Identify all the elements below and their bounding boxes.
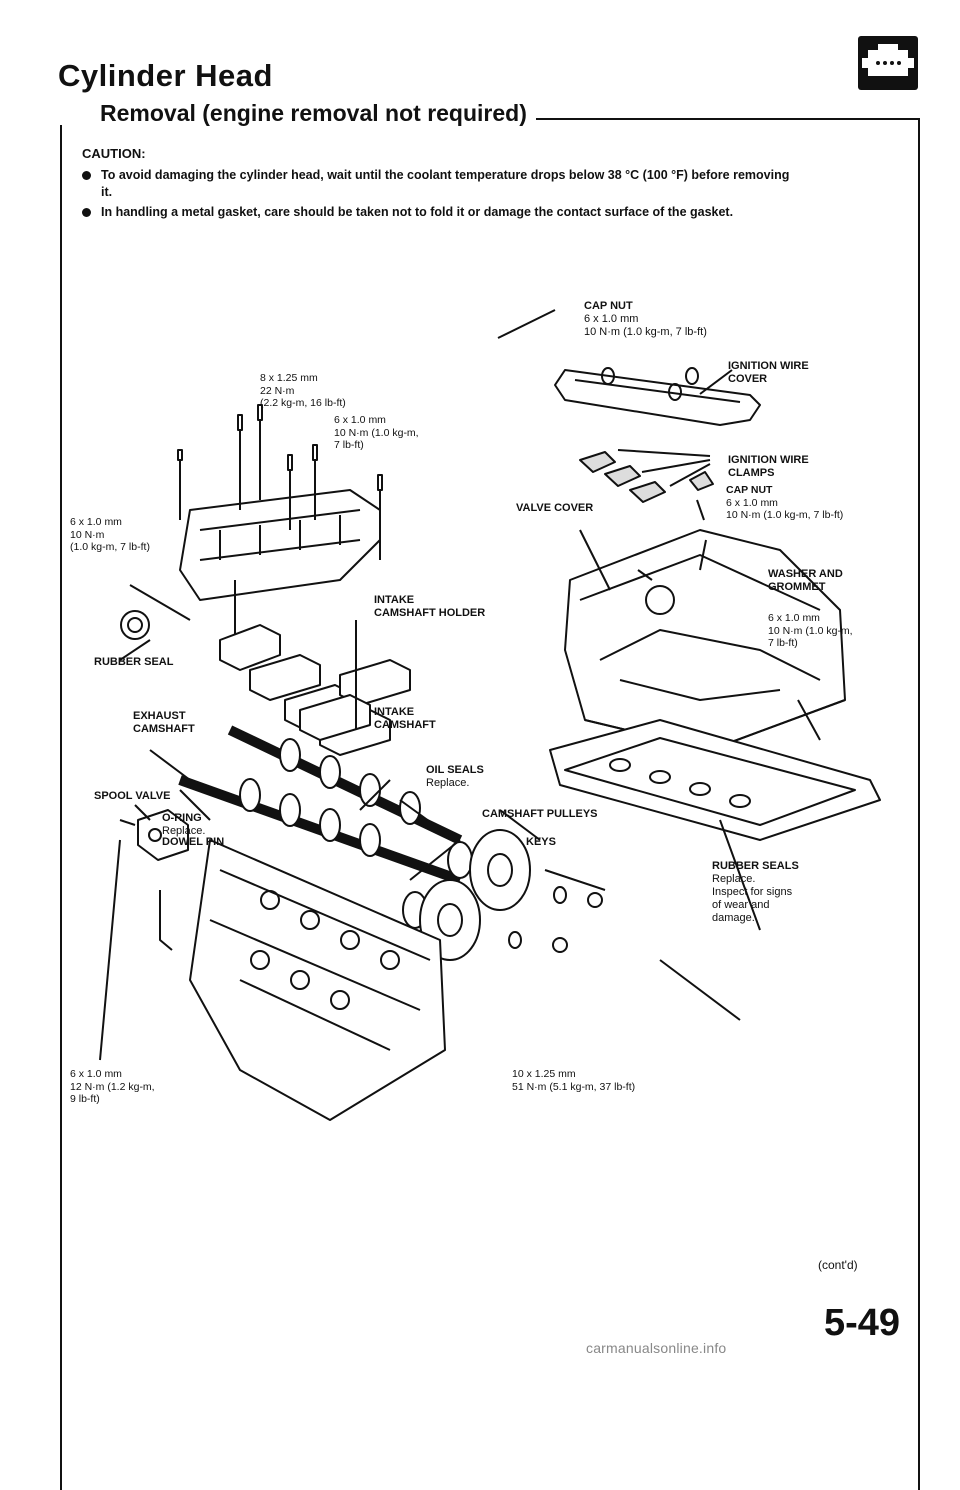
label-dowel-pin: DOWEL PIN xyxy=(162,836,225,848)
label-ignition-wire-cover: IGNITION WIRE COVER xyxy=(728,360,809,385)
label-ignition-wire-clamps: IGNITION WIRE CLAMPS xyxy=(728,454,809,479)
label-bolt-6x10-left: 6 x 1.0 mm 10 N·m (1.0 kg-m, 7 lb-ft) xyxy=(70,516,150,553)
continued-note: (cont'd) xyxy=(818,1258,858,1272)
frame-left xyxy=(60,125,62,1490)
label-spool-valve: SPOOL VALVE xyxy=(94,790,171,802)
label-cap-nut-mid: CAP NUT 6 x 1.0 mm 10 N·m (1.0 kg-m, 7 l… xyxy=(726,484,844,521)
label-intake-camshaft-holder: INTAKE CAMSHAFT HOLDER xyxy=(374,594,486,619)
label-bolt-6x10-bottom: 6 x 1.0 mm 12 N·m (1.2 kg-m, 9 lb-ft) xyxy=(70,1068,155,1105)
bullet-icon xyxy=(82,171,91,181)
bullet-icon xyxy=(82,208,91,218)
label-washer-grommet: WASHER AND GROMMET xyxy=(768,568,843,593)
section-subtitle: Removal (engine removal not required) xyxy=(100,100,527,126)
label-valve-cover: VALVE COVER xyxy=(516,502,594,514)
page-title: Cylinder Head xyxy=(58,58,273,93)
label-camshaft-pulleys: CAMSHAFT PULLEYS xyxy=(482,808,598,820)
label-bolt-8x125: 8 x 1.25 mm 22 N·m (2.2 kg-m, 16 lb-ft) xyxy=(260,372,346,409)
label-exhaust-camshaft: EXHAUST CAMSHAFT xyxy=(133,710,195,735)
label-rubber-seal: RUBBER SEAL xyxy=(94,656,174,668)
header-rule xyxy=(536,118,918,120)
engine-icon xyxy=(858,36,918,90)
label-o-ring: O-RING Replace. xyxy=(162,812,206,837)
label-keys: KEYS xyxy=(526,836,556,848)
label-bolt-6x10-right: 6 x 1.0 mm 10 N·m (1.0 kg-m, 7 lb-ft) xyxy=(768,612,853,649)
caution-item-1: To avoid damaging the cylinder head, wai… xyxy=(82,168,789,182)
label-bolt-6x10-top: 6 x 1.0 mm 10 N·m (1.0 kg-m, 7 lb-ft) xyxy=(334,414,419,451)
caution-title: CAUTION: xyxy=(82,146,146,161)
label-cap-nut-top: CAP NUT 6 x 1.0 mm 10 N·m (1.0 kg-m, 7 l… xyxy=(584,300,707,338)
label-intake-camshaft: INTAKE CAMSHAFT xyxy=(374,706,436,731)
frame-right xyxy=(918,118,920,1490)
caution-item-1-cont: it. xyxy=(101,185,113,199)
page-number: 5-49 xyxy=(824,1302,901,1344)
caution-item-2: In handling a metal gasket, care should … xyxy=(82,205,733,219)
label-bolt-10x125: 10 x 1.25 mm 51 N·m (5.1 kg-m, 37 lb-ft) xyxy=(512,1068,636,1093)
label-oil-seals: OIL SEALS Replace. xyxy=(426,764,484,789)
label-rubber-seals: RUBBER SEALS Replace. Inspect for signs … xyxy=(712,860,799,924)
watermark: carmanualsonline.info xyxy=(586,1340,727,1356)
cylinder-head-exploded-diagram xyxy=(99,309,881,1121)
